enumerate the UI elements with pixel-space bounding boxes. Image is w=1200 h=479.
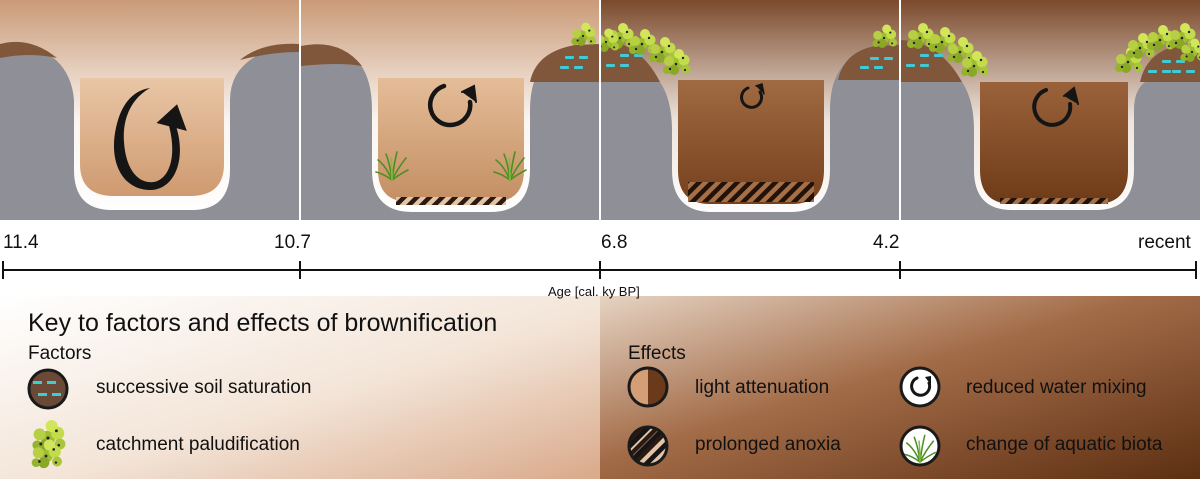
- soil-left: [0, 41, 57, 58]
- lake-water: [678, 80, 824, 204]
- water-mixing-icon: [899, 366, 941, 408]
- effect-label-water-mixing: reduced water mixing: [966, 377, 1147, 398]
- mixing-arrow-small: [740, 83, 765, 109]
- anoxic-sediment: [1000, 198, 1108, 204]
- panel-6-8: [601, 0, 899, 220]
- lake-water: [378, 78, 524, 202]
- basin-rock: [0, 45, 299, 220]
- soil-left: [901, 40, 962, 82]
- age-label-recent: recent: [1138, 232, 1191, 253]
- lake-water: [980, 82, 1128, 204]
- age-label-4-2: 4.2: [873, 232, 900, 253]
- aquatic-biota-icon: [899, 425, 941, 467]
- light-attenuation-icon: [627, 366, 669, 408]
- mixing-arrow-large: [113, 88, 187, 190]
- soil-left: [601, 40, 660, 82]
- panel-11-4: [0, 0, 299, 220]
- soil-right: [530, 44, 599, 82]
- mixing-arrow-medium: [427, 83, 477, 128]
- anoxic-sediment: [688, 182, 814, 202]
- panel-10-7: [301, 0, 599, 220]
- factors-heading: Factors: [28, 343, 92, 364]
- axis-title: Age [cal. ky BP]: [548, 284, 640, 299]
- factor-label-soil-saturation: successive soil saturation: [96, 377, 312, 398]
- lake-water: [80, 78, 224, 196]
- soil-right: [240, 43, 299, 60]
- panel-4-2: [901, 0, 1200, 220]
- age-label-11-4: 11.4: [3, 232, 39, 253]
- factor-label-paludification: catchment paludification: [96, 434, 300, 455]
- effect-label-light-attenuation: light attenuation: [695, 377, 830, 398]
- age-label-10-7: 10.7: [274, 232, 311, 253]
- effects-heading: Effects: [628, 343, 686, 364]
- age-axis: [2, 261, 1197, 279]
- effect-label-aquatic-biota: change of aquatic biota: [966, 434, 1163, 455]
- effect-label-anoxia: prolonged anoxia: [695, 434, 841, 455]
- anoxic-sediment: [396, 197, 506, 205]
- age-label-6-8: 6.8: [601, 232, 628, 253]
- key-title: Key to factors and effects of brownifica…: [28, 309, 498, 337]
- soil-saturation-icon: [27, 368, 69, 410]
- key-background-factors: [0, 296, 600, 479]
- mixing-arrow-medium: [1032, 86, 1079, 127]
- soil-right: [838, 45, 899, 80]
- soil-left: [301, 44, 362, 66]
